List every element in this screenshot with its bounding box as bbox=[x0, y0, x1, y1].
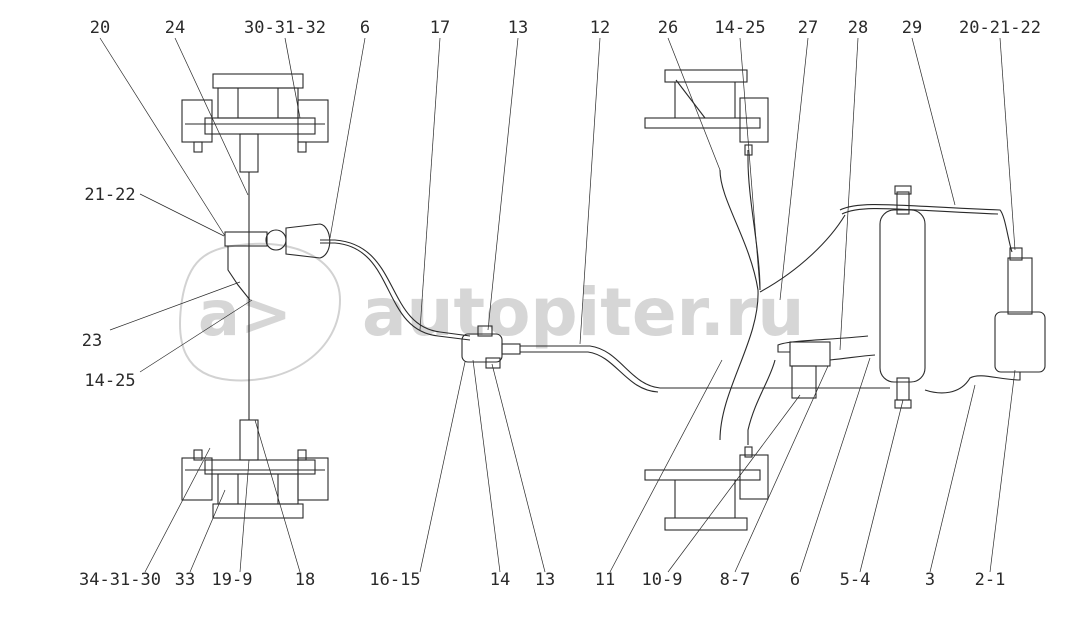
part-callout-label: 14 bbox=[490, 570, 510, 590]
part-callout-label: 20 bbox=[90, 18, 110, 38]
part-callout-label: 33 bbox=[175, 570, 195, 590]
part-callout-label: 27 bbox=[798, 18, 818, 38]
bottom-labels: 34-31-30 33 19-9 18 16-15 14 13 11 10-9 8-7 6 5-4 3 2… bbox=[79, 570, 1005, 590]
side-labels: 21-22 23 14-25 bbox=[82, 185, 136, 391]
part-callout-label: 24 bbox=[165, 18, 185, 38]
part-callout-label: 2-1 bbox=[975, 570, 1006, 590]
part-callout-label: 13 bbox=[535, 570, 555, 590]
part-callout-label: 11 bbox=[595, 570, 615, 590]
brake-valve bbox=[461, 325, 890, 393]
part-callout-label: 20-21-22 bbox=[959, 18, 1041, 38]
rear-left-wheel bbox=[181, 419, 329, 519]
air-compressor bbox=[924, 247, 1046, 394]
part-callout-label: 19-9 bbox=[212, 570, 253, 590]
watermark: a> autopiter.ru bbox=[179, 242, 804, 382]
part-callout-label: 30-31-32 bbox=[244, 18, 326, 38]
part-callout-label: 16-15 bbox=[369, 570, 420, 590]
part-callout-label: 28 bbox=[848, 18, 868, 38]
part-callout-label: 5-4 bbox=[840, 570, 871, 590]
part-callout-label: 3 bbox=[925, 570, 935, 590]
part-callout-label: 14-25 bbox=[714, 18, 765, 38]
part-callout-label: 6 bbox=[790, 570, 800, 590]
leader-lines bbox=[99, 37, 1016, 573]
watermark-logo-glyph: a> bbox=[198, 277, 292, 350]
part-callout-label: 17 bbox=[430, 18, 450, 38]
part-callout-label: 26 bbox=[658, 18, 678, 38]
part-callout-label: 10-9 bbox=[642, 570, 683, 590]
watermark-text: autopiter.ru bbox=[362, 274, 804, 351]
part-callout-label: 6 bbox=[360, 18, 370, 38]
part-callout-label: 34-31-30 bbox=[79, 570, 161, 590]
part-callout-label: 23 bbox=[82, 331, 102, 351]
air-tank bbox=[839, 185, 1013, 409]
front-brake-chamber bbox=[224, 223, 471, 341]
part-callout-label: 12 bbox=[590, 18, 610, 38]
part-callout-label: 29 bbox=[902, 18, 922, 38]
part-callout-label: 21-22 bbox=[84, 185, 135, 205]
front-right-wheel bbox=[644, 69, 769, 156]
front-left-wheel bbox=[181, 73, 329, 173]
top-labels: 20 24 30-31-32 6 17 13 12 26 14-25 27 28 29 20-21-22 bbox=[90, 18, 1041, 38]
part-callout-label: 13 bbox=[508, 18, 528, 38]
part-callout-label: 14-25 bbox=[84, 371, 135, 391]
part-callout-label: 18 bbox=[295, 570, 315, 590]
part-callout-label: 8-7 bbox=[720, 570, 751, 590]
relay-valve bbox=[777, 335, 876, 399]
rear-right-wheel bbox=[644, 446, 769, 531]
